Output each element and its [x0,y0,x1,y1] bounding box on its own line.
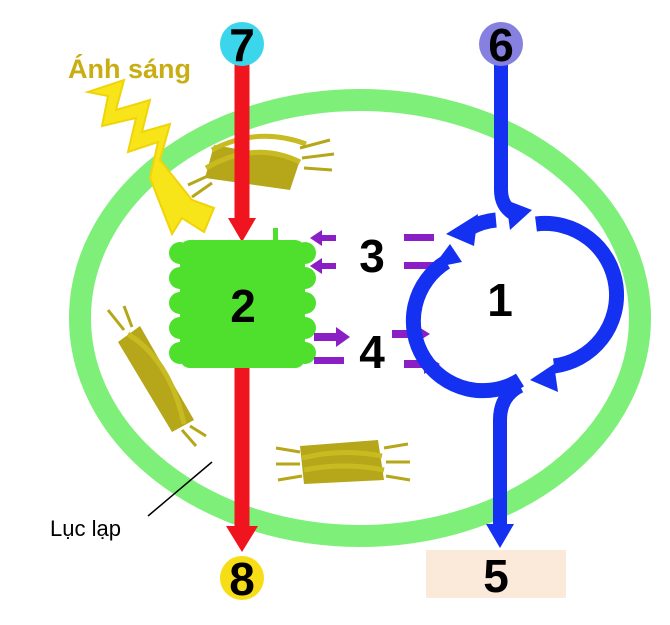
lightning-bolt-icon [84,78,216,237]
thylakoid-bottom [275,440,411,484]
node-7-circle [220,22,264,66]
arrowhead-to-5 [486,524,514,548]
arrows-3 [310,230,434,274]
thylakoid-left [106,305,207,447]
label-7: 7 [229,19,255,71]
chloroplast-label: Lục lạp [50,516,121,541]
label-8: 8 [229,553,255,605]
grana-stack [169,228,316,368]
label-5: 5 [483,550,509,602]
node-8-circle [220,556,264,600]
thylakoid-top [187,133,335,199]
light-label: Ánh sáng [68,53,191,84]
label-6: 6 [488,19,514,71]
chloroplast-membrane [69,89,651,547]
node-5-box [426,550,566,598]
arrowhead-to-8 [226,526,258,552]
arrowhead-into-cycle [506,200,532,230]
label-4: 4 [359,326,385,378]
cycle-arrowheads [432,214,558,392]
arrowhead-into-2 [228,218,256,242]
calvin-cycle [405,212,625,399]
flow-line-cycle-to-5 [493,379,524,528]
label-1: 1 [487,274,513,326]
node-6-circle [479,22,523,66]
label-3: 3 [359,230,385,282]
chloroplast-pointer-line [147,461,213,517]
label-2: 2 [230,280,256,332]
